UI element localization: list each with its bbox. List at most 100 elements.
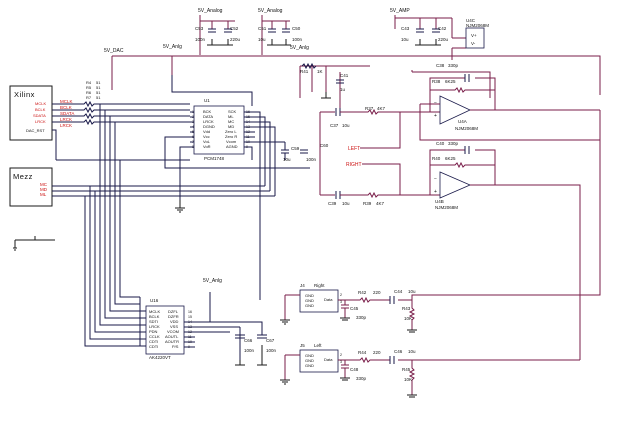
c38-value: 330p: [448, 63, 459, 68]
j5-pin1: GND: [305, 353, 314, 358]
c59-c60: C59 100n C60 10u: [281, 142, 329, 162]
r39-label: R39: [363, 201, 372, 206]
c53-label: C53: [195, 26, 204, 31]
c52-label: C52: [230, 26, 239, 31]
c41-label: C41: [340, 73, 349, 78]
c46-label: C46: [394, 349, 403, 354]
xsig-bclk: BCLK: [60, 105, 72, 110]
c59-label: C59: [291, 146, 300, 151]
r4-label: R4: [86, 80, 92, 85]
r45-value: 10K: [404, 377, 412, 382]
r41-label: R41: [300, 69, 309, 74]
u4c-label: U4C: [466, 18, 476, 23]
u1-pin-l2: DATA: [203, 114, 213, 119]
mezz-block: Mezz MC MD ML: [9, 167, 275, 207]
u4c-vminus: V-: [471, 41, 476, 46]
c51-label: C51: [258, 26, 267, 31]
u1-part: PCM1748: [204, 156, 225, 161]
net-5v-analog-a: 5V_Analog: [198, 8, 223, 14]
j5-num-3: 3: [340, 360, 342, 364]
power-rail-wires: [111, 15, 601, 108]
u16-pin-l7: CDTI: [149, 339, 158, 344]
r41-value: 1K: [317, 69, 323, 74]
u4b-opamp: + − C40 330p R40 6K25 U4B NJM2068M: [429, 141, 581, 360]
c66-label: C66: [244, 338, 253, 343]
u16-pin-r8: P/S: [172, 344, 179, 349]
u4c-block: U4C NJM2068M V+ V-: [465, 18, 489, 49]
u4b-minus: −: [434, 176, 437, 182]
j5-left-connector: J5 Left GND GND GND Data 2 3 R44 220 C46…: [284, 343, 580, 395]
analog-filters: C37 10u C39 10u R37 4K7 R39 4K7 LEFT RIG…: [319, 106, 430, 206]
j5-pin3: GND: [305, 363, 314, 368]
u16-pin-r1: DZFL: [168, 309, 179, 314]
u4b-plus: +: [434, 189, 437, 195]
right-net-label: RIGHT: [346, 162, 362, 168]
r45-label: R45: [402, 367, 411, 372]
r7-label: R7: [86, 95, 92, 100]
c46-value: 10u: [408, 349, 416, 354]
c67-label: C67: [266, 338, 275, 343]
u16-num-r1: 16: [188, 310, 192, 314]
xilinx-pin-bclk: BCLK: [35, 107, 46, 112]
j4-data: Data: [324, 297, 333, 302]
c52-value: 220u: [230, 37, 241, 42]
c48-label: C48: [350, 367, 359, 372]
u16-pin-l4: LRCK: [149, 324, 160, 329]
u4c-vplus: V+: [471, 33, 477, 38]
u4a-label: U4A: [458, 119, 467, 124]
c42-label: C42: [438, 26, 447, 31]
c44-value: 10u: [408, 289, 416, 294]
mezz-pin-ml: ML: [40, 192, 47, 197]
r5-value: 51: [96, 85, 101, 90]
u16-label: U16: [150, 298, 159, 303]
r6-value: 51: [96, 90, 101, 95]
r41-resistor: R41 1K: [300, 62, 323, 74]
c66-c67: C66 100n C67 100n: [235, 334, 277, 366]
c42-value: 220u: [438, 37, 449, 42]
u16-pin-l2: BCLK: [149, 314, 160, 319]
u4a-minus: −: [434, 100, 437, 106]
c60-label: C60: [320, 143, 329, 148]
xsig-sdata: SDATA: [60, 111, 74, 116]
j4-pin3: GND: [305, 303, 314, 308]
xsig-lrck2: LRCK: [60, 123, 72, 128]
u4c-part: NJM2068M: [466, 23, 489, 28]
top-ground-stubs: [207, 39, 441, 99]
c50-value: 100n: [292, 37, 303, 42]
r37-label: R37: [365, 106, 374, 111]
r38-label: R38: [432, 79, 441, 84]
u1-pin-l1: BCK: [203, 109, 212, 114]
bottom-grounds: [280, 317, 417, 398]
bus-lines: [56, 104, 190, 347]
mezz-pin-mc: MC: [40, 182, 48, 187]
xilinx-pin-sdata: SDATA: [33, 113, 46, 118]
u16-pin-l8: CDTI: [149, 344, 158, 349]
mezz-title: Mezz: [13, 172, 33, 181]
top-capacitors: C53 100n C52 220u C51 10u C50 100n C43 1…: [195, 26, 449, 92]
r43-label: R43: [402, 306, 411, 311]
u16-pin-l1: MCLK: [149, 309, 160, 314]
u16-pin-r3: VDD: [170, 319, 179, 324]
u16-pin-l5: PDN: [149, 329, 158, 334]
u1-pin-l3: LRCK: [203, 119, 214, 124]
u16-pin-r4: VSS: [170, 324, 178, 329]
c37-value: 10u: [342, 123, 350, 128]
u1-pin-r8: AGND: [226, 144, 238, 149]
c43-value: 10u: [401, 37, 409, 42]
j4-pin1: GND: [305, 293, 314, 298]
c38-label: C38: [436, 63, 445, 68]
u1-pin-l4: DGND: [203, 124, 215, 129]
mezz-pin-md: MD: [40, 187, 48, 192]
xilinx-block: Xilinx MCLK BCLK SDATA LRCK DAC_RST: [9, 85, 53, 141]
c53-value: 100n: [195, 37, 206, 42]
u4b-label: U4B: [435, 199, 444, 204]
c59-value: 100n: [306, 157, 317, 162]
ground-symbol-left: [13, 236, 55, 251]
u1-pin-r4: MD: [228, 124, 234, 129]
xsig-lrck1: LRCK: [60, 117, 72, 122]
r40-value: 6K25: [445, 156, 456, 161]
right-output-wire: [420, 110, 601, 296]
r42-label: R42: [358, 290, 367, 295]
net-5v-anlg-d: 5V_Anlg: [290, 45, 309, 51]
r44-value: 220: [373, 350, 381, 355]
